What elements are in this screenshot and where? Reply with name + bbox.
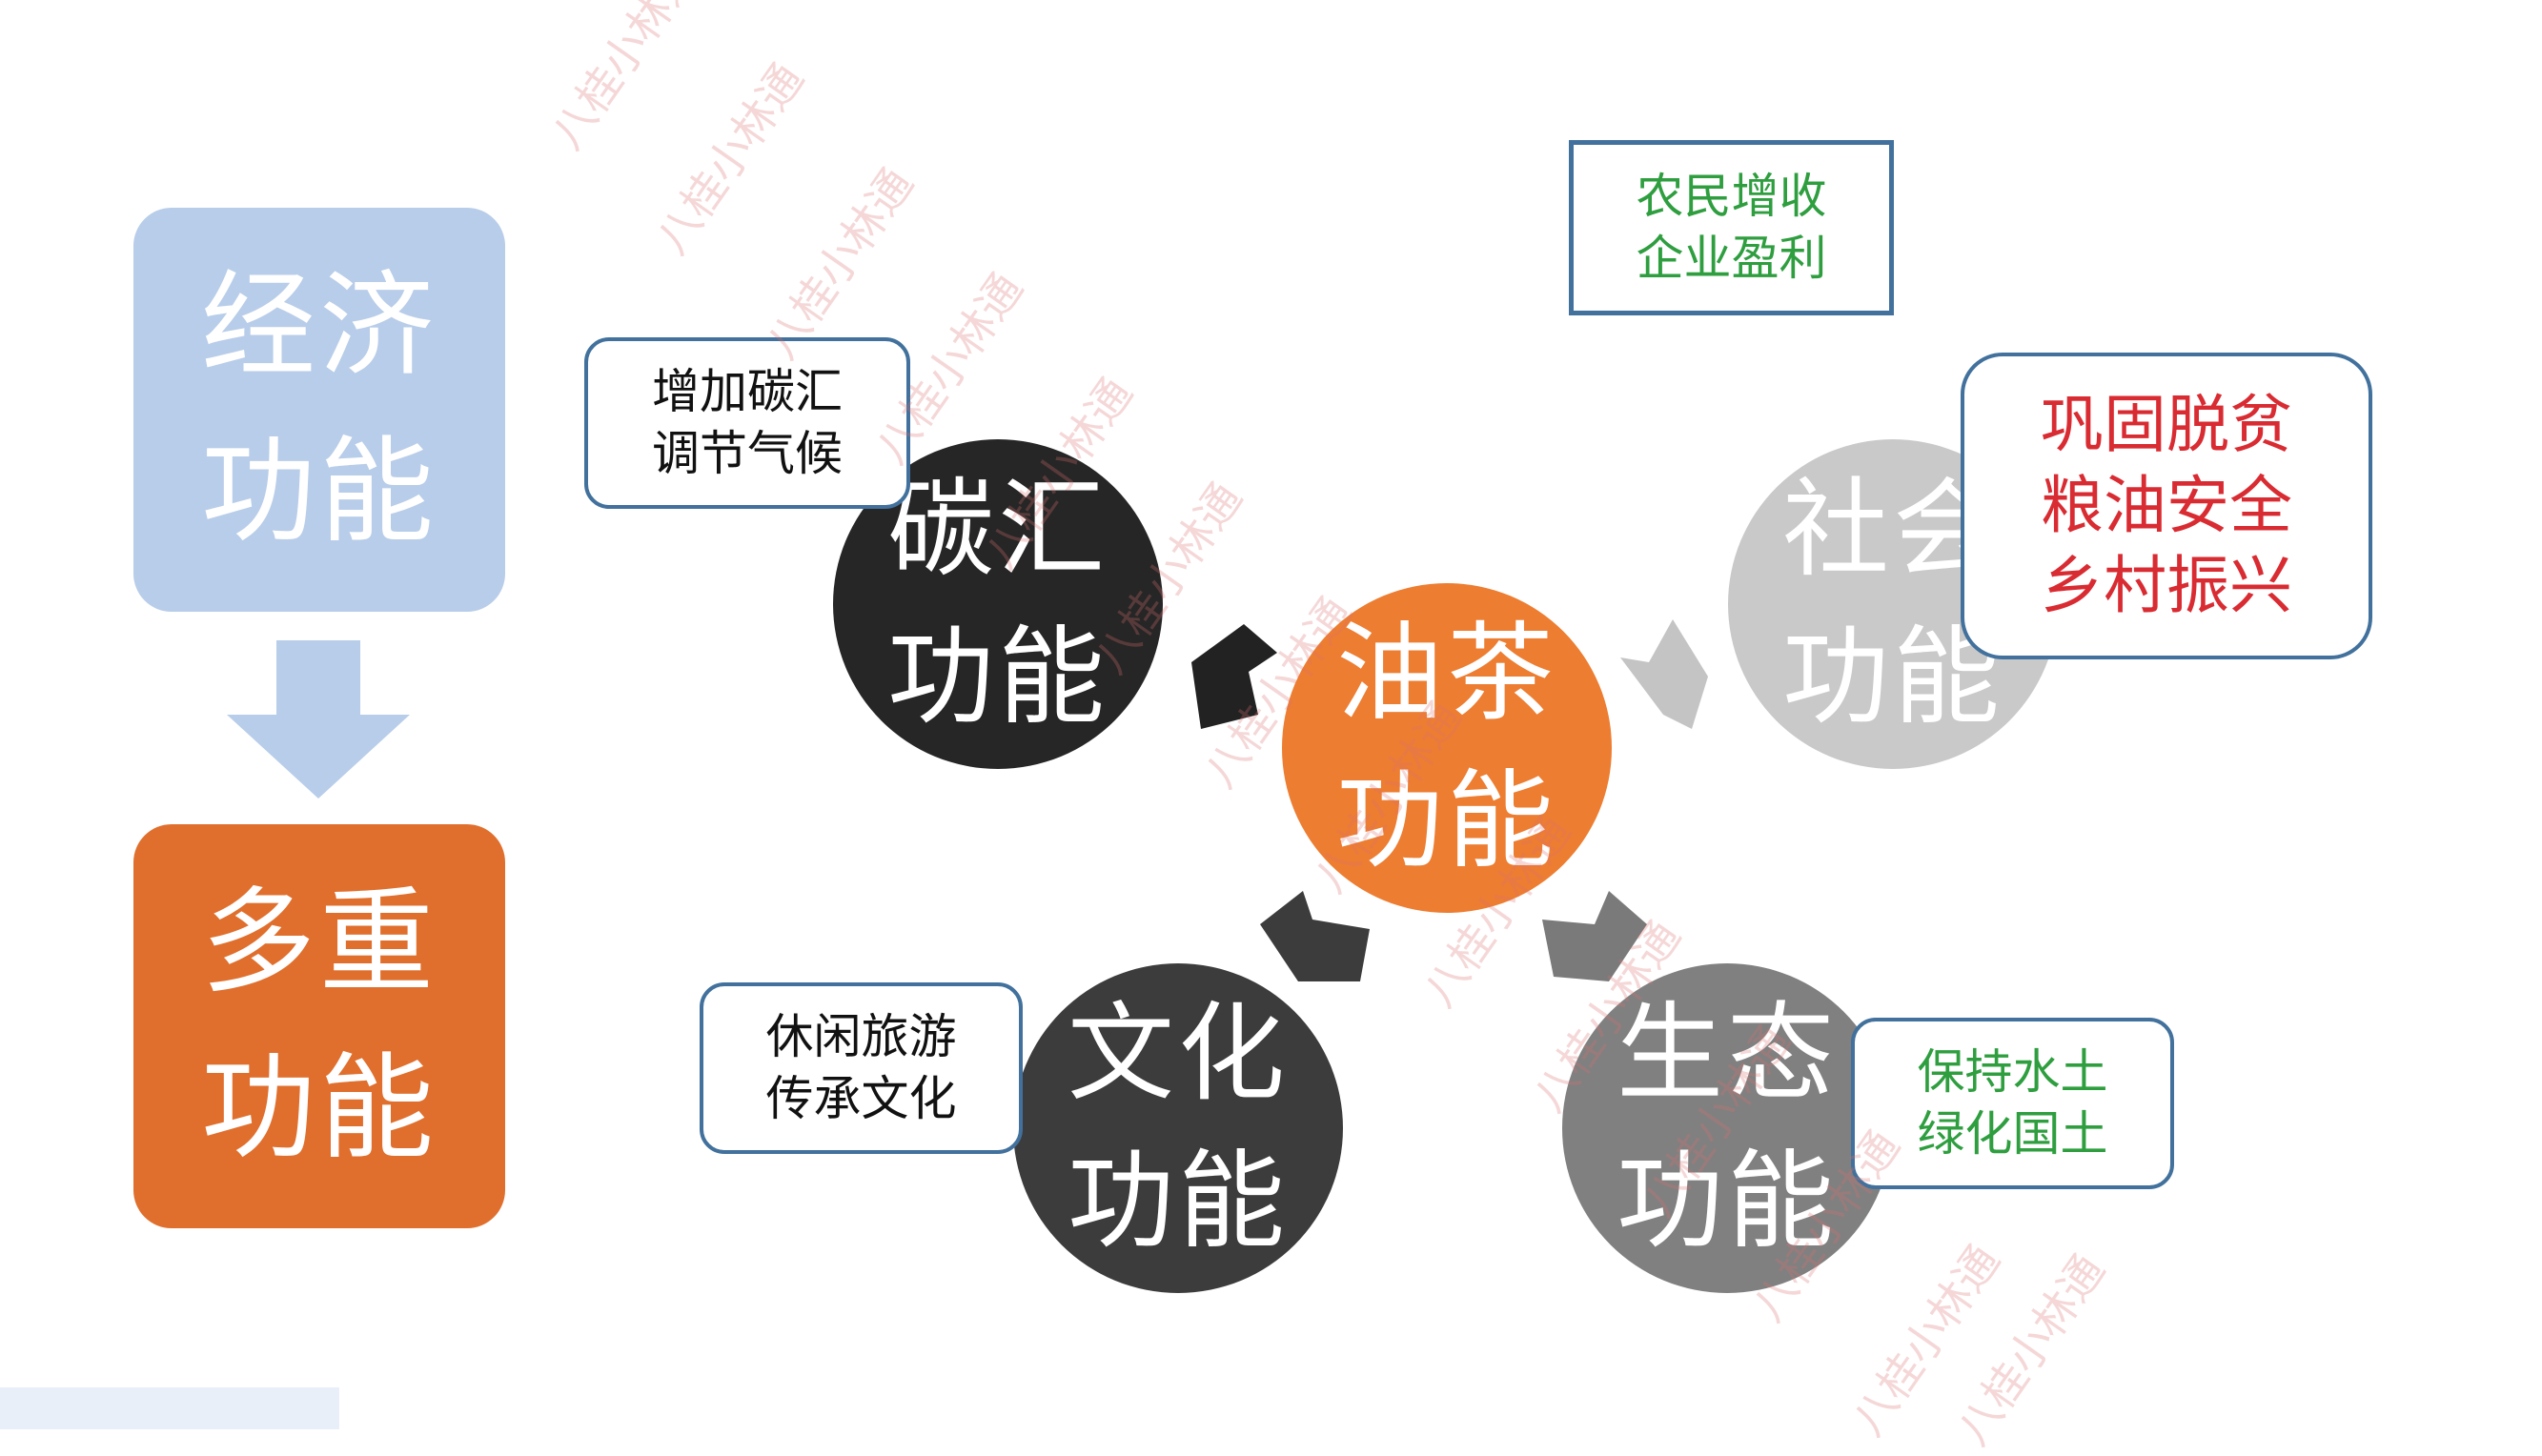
carbon-function-line1: 碳汇 xyxy=(887,468,1108,593)
carbon-label-line2: 调节气候 xyxy=(652,426,843,481)
arrow-to-ecology-icon xyxy=(1542,891,1647,981)
ecology-label-box: 保持水土 绿化国土 xyxy=(1851,1018,2174,1189)
camellia-function-line2: 功能 xyxy=(1336,759,1557,883)
economic-label-line1: 农民增收 xyxy=(1636,169,1827,224)
social-label-line2: 粮油安全 xyxy=(2041,468,2292,542)
social-label-line3: 乡村振兴 xyxy=(2041,549,2292,623)
carbon-label-line1: 增加碳汇 xyxy=(652,364,843,419)
economic-function-line1: 经济 xyxy=(201,260,437,393)
multiple-function-line2: 功能 xyxy=(201,1042,437,1175)
down-arrow-icon xyxy=(227,640,410,799)
culture-function-line1: 文化 xyxy=(1068,992,1289,1117)
ecology-function-circle: 生态 功能 xyxy=(1562,963,1892,1293)
social-label-box: 巩固脱贫 粮油安全 乡村振兴 xyxy=(1961,353,2372,659)
economic-label-box: 农民增收 企业盈利 xyxy=(1569,140,1894,315)
culture-label-line2: 传承文化 xyxy=(765,1071,957,1126)
watermark: 八桂小林通 xyxy=(645,53,814,264)
arrow-to-culture-icon xyxy=(1260,891,1370,981)
ecology-label-line1: 保持水土 xyxy=(1917,1044,2108,1100)
economic-label-line2: 企业盈利 xyxy=(1636,231,1827,286)
economic-function-box: 经济 功能 xyxy=(133,208,505,612)
footer-bar xyxy=(0,1387,339,1429)
multiple-function-line1: 多重 xyxy=(201,877,437,1009)
culture-function-line2: 功能 xyxy=(1068,1140,1289,1264)
camellia-function-circle: 油茶 功能 xyxy=(1282,583,1612,913)
social-label-line1: 巩固脱贫 xyxy=(2041,388,2292,462)
culture-label-box: 休闲旅游 传承文化 xyxy=(700,982,1023,1154)
arrow-to-social-icon xyxy=(1620,619,1708,729)
ecology-function-line2: 功能 xyxy=(1617,1140,1838,1264)
carbon-function-line2: 功能 xyxy=(887,616,1108,739)
ecology-label-line2: 绿化国土 xyxy=(1917,1106,2108,1162)
economic-function-line2: 功能 xyxy=(201,426,437,558)
carbon-function-circle: 碳汇 功能 xyxy=(833,439,1163,769)
culture-label-line1: 休闲旅游 xyxy=(765,1009,957,1064)
multiple-function-box: 多重 功能 xyxy=(133,824,505,1228)
ecology-function-line1: 生态 xyxy=(1617,992,1838,1117)
carbon-label-box: 增加碳汇 调节气候 xyxy=(584,337,910,509)
arrow-to-carbon-icon xyxy=(1191,624,1277,729)
social-function-line2: 功能 xyxy=(1782,616,2003,739)
camellia-function-line1: 油茶 xyxy=(1336,612,1557,737)
culture-function-circle: 文化 功能 xyxy=(1013,963,1343,1293)
watermark: 八桂小林通 xyxy=(540,0,709,159)
